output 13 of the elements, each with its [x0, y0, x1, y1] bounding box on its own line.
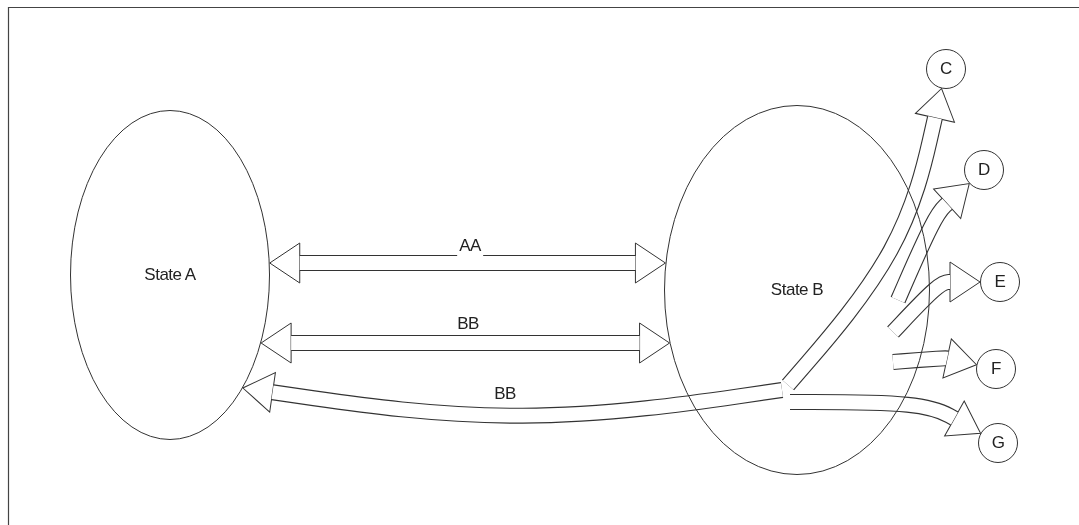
state-label: E	[994, 272, 1006, 292]
state-circle	[964, 150, 1004, 190]
state-circle	[978, 423, 1018, 463]
state-circle	[926, 49, 966, 89]
state-label: F	[991, 359, 1001, 379]
state-circle	[980, 262, 1020, 302]
state-label: State B	[770, 280, 824, 300]
state-label: G	[991, 433, 1005, 453]
state-label: D	[978, 160, 990, 180]
state-label: C	[940, 59, 952, 79]
state-circle	[976, 349, 1016, 389]
state-label: State A	[144, 265, 196, 285]
edge-label: AA	[457, 236, 483, 256]
